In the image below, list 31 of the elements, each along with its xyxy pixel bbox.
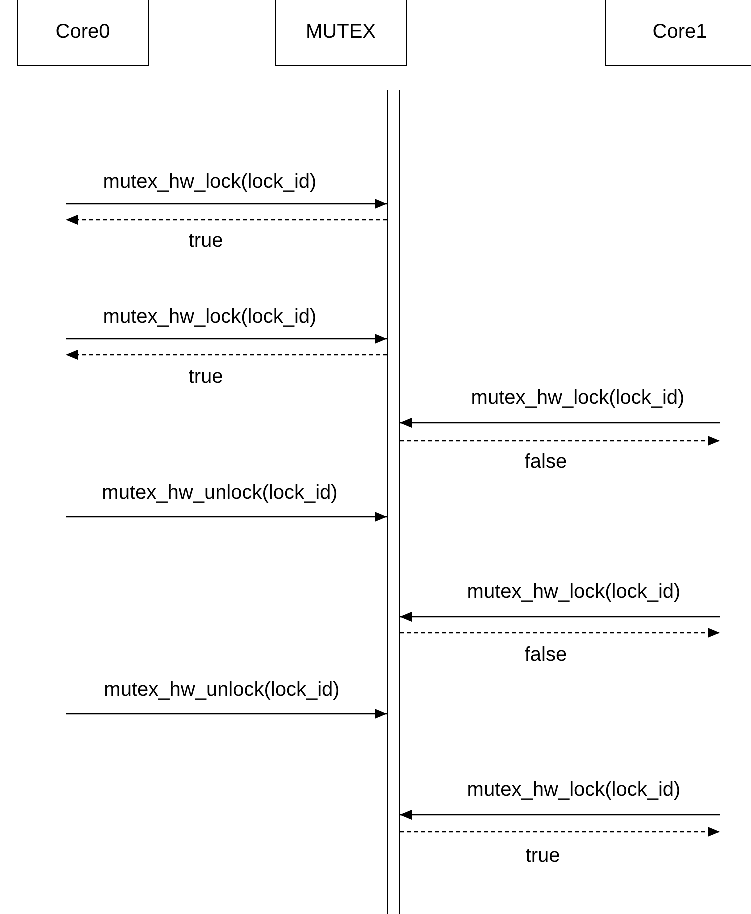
- edge-label: true: [188, 365, 224, 389]
- edge-label: true: [188, 229, 224, 253]
- participant-name: Core0: [56, 20, 110, 44]
- edge-label: mutex_hw_lock(lock_id): [467, 580, 681, 604]
- message-arrow: [66, 199, 387, 209]
- edge-label: false: [524, 450, 568, 474]
- participant-name: MUTEX: [306, 20, 376, 44]
- message-arrow: [66, 709, 387, 719]
- message-arrow: [66, 334, 387, 344]
- edge-label: false: [524, 643, 568, 667]
- edge-label: mutex_hw_unlock(lock_id): [102, 481, 338, 505]
- participant-box: [605, 0, 751, 66]
- return-arrow: [400, 827, 720, 837]
- edge-label: mutex_hw_lock(lock_id): [467, 778, 681, 802]
- return-arrow: [400, 628, 720, 638]
- message-arrow: [66, 512, 387, 522]
- message-arrow: [400, 612, 720, 622]
- edge-label: true: [526, 844, 560, 868]
- return-arrow: [400, 436, 720, 446]
- edge-label: mutex_hw_lock(lock_id): [103, 305, 317, 329]
- return-arrow: [66, 215, 387, 225]
- message-arrow: [400, 418, 720, 428]
- edge-label: mutex_hw_unlock(lock_id): [104, 678, 340, 702]
- participant-box: [17, 0, 149, 66]
- edge-label: mutex_hw_lock(lock_id): [103, 170, 317, 194]
- participant-box: [275, 0, 407, 66]
- participant-name: Core1: [652, 20, 708, 44]
- return-arrow: [66, 350, 387, 360]
- mutex-lifeline: [387, 90, 400, 914]
- message-arrow: [400, 810, 720, 820]
- edge-label: mutex_hw_lock(lock_id): [471, 386, 685, 410]
